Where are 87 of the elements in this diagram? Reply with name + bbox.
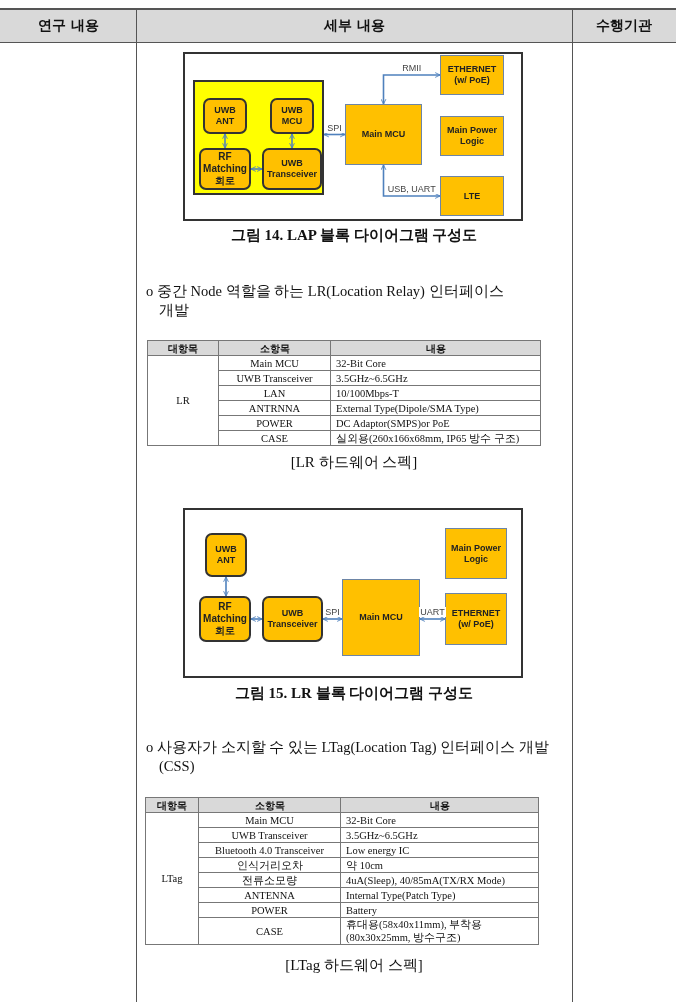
table-cell: LR (147, 355, 219, 446)
connector-arrow (223, 576, 229, 597)
node-label: Main Power Logic (446, 125, 498, 147)
table-cell: UWB Transceiver (218, 370, 331, 386)
block-box (440, 116, 504, 156)
block-box (440, 55, 504, 95)
table-cell: POWER (198, 902, 341, 918)
table-cell: External Type(Dipole/SMA Type) (330, 400, 541, 416)
table-cell: ANTRNNA (218, 400, 331, 416)
table-cell: 32-Bit Core (330, 355, 541, 371)
node-label: RF Matching 회로 (202, 601, 248, 637)
component-box (262, 148, 322, 190)
table-header-cell: 소항목 (198, 797, 341, 813)
component-box (203, 98, 247, 134)
block-box (440, 176, 504, 216)
table-cell: Bluetooth 4.0 Transceiver (198, 842, 341, 858)
figure-caption: [LTag 하드웨어 스펙] (284, 956, 424, 975)
edge-label: USB, UART (386, 184, 437, 194)
node-label: Main MCU (361, 129, 406, 140)
table-cell: DC Adaptor(SMPS)or PoE (330, 415, 541, 431)
block-box (342, 579, 420, 656)
table-cell: 실외용(260x166x68mm, IP65 방수 구조) (330, 430, 541, 446)
connector-arrow (380, 164, 441, 199)
table-cell: CASE (218, 430, 331, 446)
table-cell: 3.5GHz~6.5GHz (330, 370, 541, 386)
column-header: 세부 내용 (136, 8, 573, 43)
table-cell: 4uA(Sleep), 40/85mA(TX/RX Mode) (340, 872, 539, 888)
node-label: ETHERNET (w/ PoE) (446, 64, 498, 86)
table-header-cell: 대항목 (147, 340, 219, 356)
table-cell: 32-Bit Core (340, 812, 539, 828)
table-header-cell: 내용 (340, 797, 539, 813)
component-box (270, 98, 314, 134)
table-cell: 약 10cm (340, 857, 539, 873)
connector-arrow (323, 131, 346, 138)
table-cell: POWER (218, 415, 331, 431)
table-cell: 인식거리오차 (198, 857, 341, 873)
connector-arrow (322, 616, 343, 622)
edge-label: SPI (326, 122, 343, 133)
edge-label: RMII (401, 63, 423, 73)
node-label: RF Matching 회로 (202, 151, 248, 187)
table-cell: 3.5GHz~6.5GHz (340, 827, 539, 843)
bullet-text: o 사용자가 소지할 수 있는 LTag(Location Tag) 인터페이스 개발(CSS) (146, 738, 550, 776)
connector-arrow (250, 616, 263, 622)
node-label: ETHERNET (w/ PoE) (450, 608, 502, 630)
node-label: UWB Transceiver (266, 608, 319, 630)
column-header: 수행기관 (572, 8, 676, 43)
table-header-cell: 대항목 (145, 797, 199, 813)
table-cell: UWB Transceiver (198, 827, 341, 843)
node-label: UWB Transceiver (265, 158, 318, 180)
block-box (445, 593, 507, 645)
edge-label: UART (419, 607, 446, 617)
node-label: Main MCU (359, 612, 403, 623)
node-label: LTE (463, 190, 481, 202)
figure-caption: 그림 14. LAP 블록 다이어그램 구성도 (229, 226, 479, 245)
table-cell: LTag (145, 812, 199, 945)
table-cell: CASE (198, 917, 341, 945)
table-cell: 전류소모량 (198, 872, 341, 888)
table-header-cell: 내용 (330, 340, 541, 356)
table-header-cell: 소항목 (218, 340, 331, 356)
figure-caption: [LR 하드웨어 스펙] (289, 453, 419, 472)
column-header: 연구 내용 (0, 8, 137, 43)
connector-arrow (250, 166, 263, 172)
connector-arrow (289, 133, 295, 149)
table-cell: LAN (218, 385, 331, 401)
node-label: Main Power Logic (450, 542, 502, 565)
table-cell: Low energy IC (340, 842, 539, 858)
table-cell: ANTENNA (198, 887, 341, 903)
table-cell: Internal Type(Patch Type) (340, 887, 539, 903)
connector-arrow (380, 72, 441, 105)
bullet-text: o 중간 Node 역할을 하는 LR(Location Relay) 인터페이스 개발 (146, 282, 505, 320)
table-cell: Battery (340, 902, 539, 918)
edge-label: SPI (324, 607, 341, 617)
component-box (262, 596, 323, 642)
table-cell: Main MCU (218, 355, 331, 371)
block-box (445, 528, 507, 579)
component-box (205, 533, 247, 577)
table-cell: Main MCU (198, 812, 341, 828)
node-label: UWB ANT (213, 105, 237, 127)
node-label: UWB MCU (280, 105, 304, 127)
table-cell: 휴대용(58x40x11mm), 부착용(80x30x25mm, 방수구조) (340, 917, 539, 945)
connector-arrow (222, 133, 228, 149)
block-box (345, 104, 422, 165)
node-label: UWB ANT (214, 544, 238, 566)
connector-arrow (419, 616, 446, 622)
table-cell: 10/100Mbps-T (330, 385, 541, 401)
figure-caption: 그림 15. LR 블록 다이어그램 구성도 (233, 684, 475, 703)
module-box (193, 80, 324, 195)
